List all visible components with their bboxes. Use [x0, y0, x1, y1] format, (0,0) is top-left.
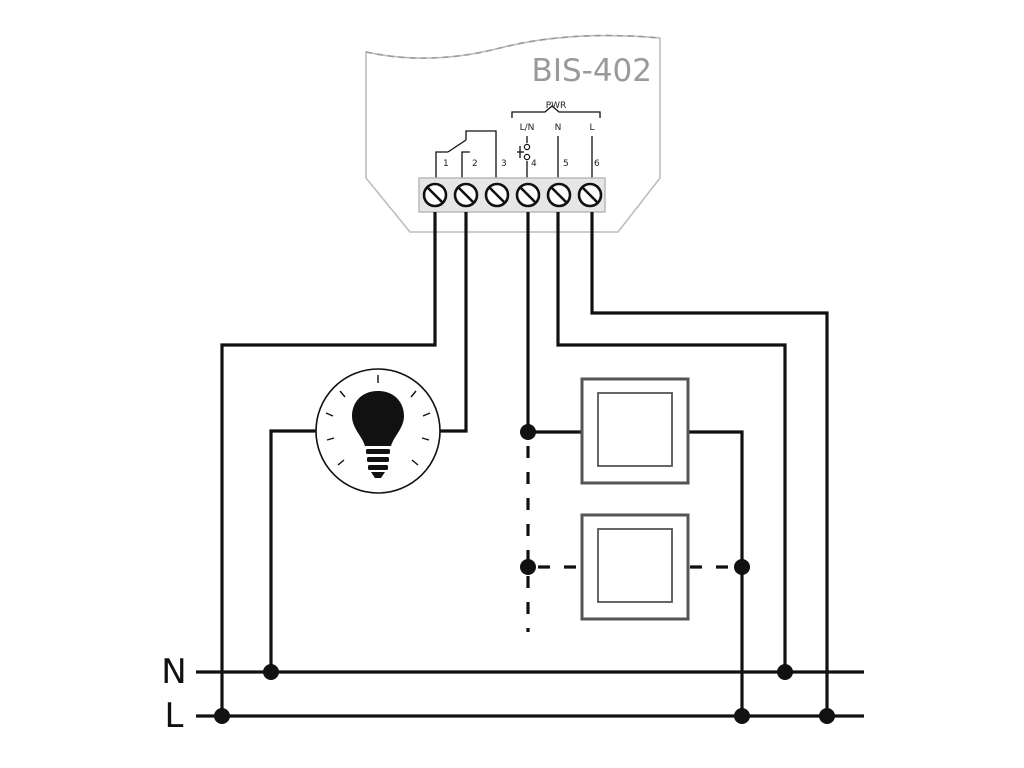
pwr-label: PWR	[546, 101, 567, 111]
wire-terminal-1-to-line	[220, 212, 437, 716]
screw-terminal-icon	[515, 182, 541, 208]
housing-cut-line	[365, 34, 661, 59]
terminal-number-4: 4	[531, 159, 537, 169]
terminal-block	[418, 177, 606, 213]
pushbutton-1	[580, 377, 690, 485]
terminal-number-3: 3	[501, 159, 507, 169]
pushbutton-icon	[517, 136, 531, 180]
terminal-screws	[422, 182, 603, 208]
pwr-terminal-n: N	[555, 123, 562, 133]
pwr-bracket	[511, 105, 601, 118]
lamp-icon	[315, 368, 441, 494]
wire-lamp-to-neutral	[269, 429, 317, 672]
terminal-number-2: 2	[472, 159, 478, 169]
terminal-number-5: 5	[563, 159, 569, 169]
screw-terminal-icon	[546, 182, 572, 208]
screw-terminal-icon	[484, 182, 510, 208]
neutral-rail-label: N	[161, 652, 186, 692]
junction-dots	[214, 424, 835, 724]
wire-terminal-2-to-lamp	[440, 212, 468, 433]
model-label: BIS-402	[532, 53, 652, 89]
pwr-terminal-l: L	[589, 123, 594, 133]
screw-terminal-icon	[577, 182, 603, 208]
terminal-number-1: 1	[443, 159, 449, 169]
screw-terminal-icon	[422, 182, 448, 208]
screw-terminal-icon	[453, 182, 479, 208]
pushbutton-2	[580, 513, 690, 621]
pwr-terminal-ln: L/N	[520, 123, 535, 133]
terminal-number-6: 6	[594, 159, 600, 169]
wire-button-1-to-line	[688, 430, 744, 716]
relay-contact-icon	[435, 130, 497, 180]
wire-terminal-6-to-line	[590, 212, 829, 716]
wire-terminal-5-to-neutral	[556, 212, 787, 672]
line-rail-label: L	[165, 696, 184, 736]
